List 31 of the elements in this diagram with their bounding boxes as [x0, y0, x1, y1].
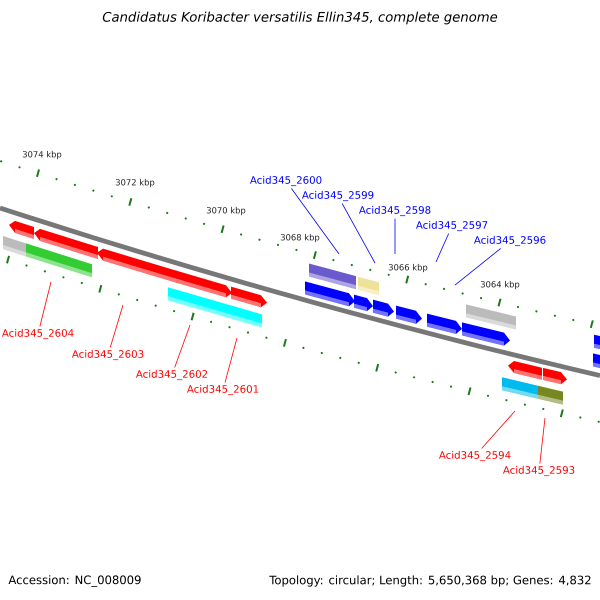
leader-line: [224, 338, 238, 383]
gene-label: Acid345_2599: [302, 190, 374, 202]
scale-label: 3074 kbp: [21, 150, 63, 160]
gene-label: Acid345_2598: [358, 206, 430, 216]
leader-line: [481, 410, 516, 449]
leader-line: [342, 203, 376, 264]
footer-text: Accession: NC_008009: [8, 575, 141, 587]
scale-label: 3070 kbp: [205, 206, 247, 216]
scale-label: 3064 kbp: [479, 280, 521, 290]
gene-label: Acid345_2597: [416, 220, 488, 232]
gene-label: Acid345_2604: [2, 328, 74, 340]
scale-label: 3072 kbp: [114, 178, 156, 188]
leader-line: [110, 304, 124, 348]
gene-label: Acid345_2602: [136, 370, 208, 380]
leader-line: [454, 248, 502, 286]
scale-label: 3068 kbp: [279, 232, 321, 244]
title: Candidatus Koribacter versatilis Ellin345, complete genome: [102, 12, 498, 24]
gene-label: Acid345_2593: [502, 466, 574, 476]
gene-label: Acid345_2603: [72, 350, 144, 360]
leader-line: [436, 233, 450, 262]
leader-line: [539, 418, 546, 464]
leader-line: [394, 218, 396, 254]
leader-line: [174, 324, 190, 368]
gene-label: Acid345_2600: [250, 176, 322, 186]
footer-text: Topology: circular; Length: 5,650,368 bp; Genes: 4,832: [269, 575, 590, 587]
scale-label: 3066 kbp: [387, 262, 429, 274]
leader-line: [291, 188, 340, 254]
gene-label: Acid345_2594: [438, 450, 511, 462]
gene-label: Acid345_2601: [186, 384, 258, 396]
gene-label: Acid345_2596: [474, 236, 546, 246]
leader-line: [39, 282, 52, 327]
